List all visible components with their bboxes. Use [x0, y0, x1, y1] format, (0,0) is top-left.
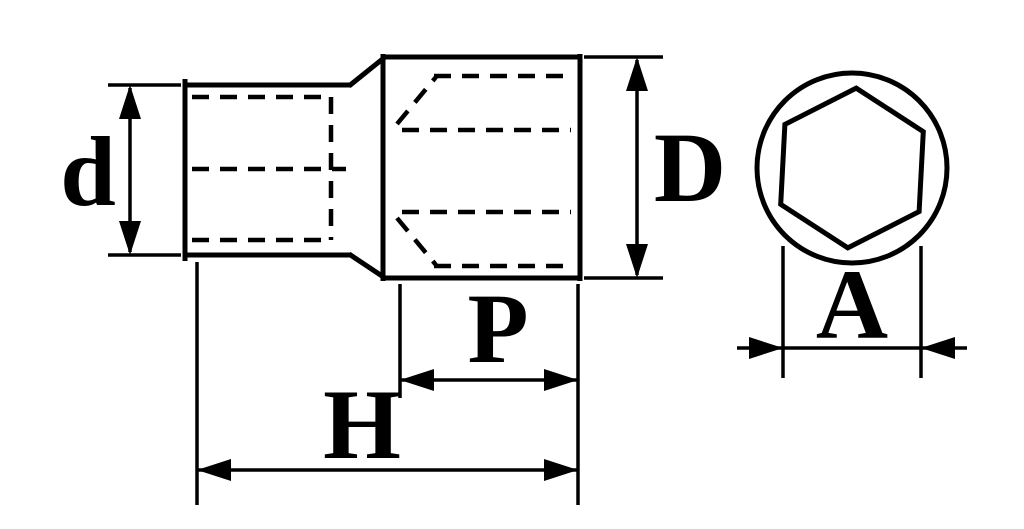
side-view-outline — [182, 54, 583, 281]
dim-label-H: H — [323, 369, 401, 480]
hex-drive-opening — [778, 85, 926, 251]
dim-label-D: D — [654, 112, 726, 223]
dim-d-arrow-down-icon — [119, 221, 141, 255]
dimension-A: A — [737, 246, 967, 378]
dimension-P: P — [398, 273, 578, 398]
dim-P-arrow-right-icon — [544, 369, 578, 391]
dim-D-arrow-up-icon — [626, 57, 648, 91]
dim-P-arrow-left-icon — [400, 369, 434, 391]
dim-D-arrow-down-icon — [626, 244, 648, 278]
dimension-d: d — [60, 83, 181, 257]
dim-A-arrow-inward-left-icon — [749, 337, 783, 359]
dim-H-arrow-right-icon — [544, 459, 578, 481]
dimension-D: D — [584, 55, 726, 280]
taper-bottom-edge — [347, 251, 387, 281]
dim-d-arrow-up-icon — [119, 85, 141, 119]
hex-recess-upper-chamfer-hidden-line — [395, 75, 438, 126]
end-view — [754, 70, 950, 266]
socket-outer-circle — [754, 70, 950, 266]
taper-top-edge — [347, 55, 387, 88]
dim-label-d: d — [60, 116, 116, 227]
hex-recess-lower-chamfer-hidden-line — [395, 216, 438, 267]
dim-label-P: P — [467, 273, 528, 384]
dimension-H: H — [195, 262, 580, 505]
dim-A-arrow-inward-right-icon — [921, 337, 955, 359]
hidden-detail-lines — [192, 73, 571, 269]
dim-label-A: A — [816, 249, 888, 360]
dim-H-arrow-left-icon — [197, 459, 231, 481]
